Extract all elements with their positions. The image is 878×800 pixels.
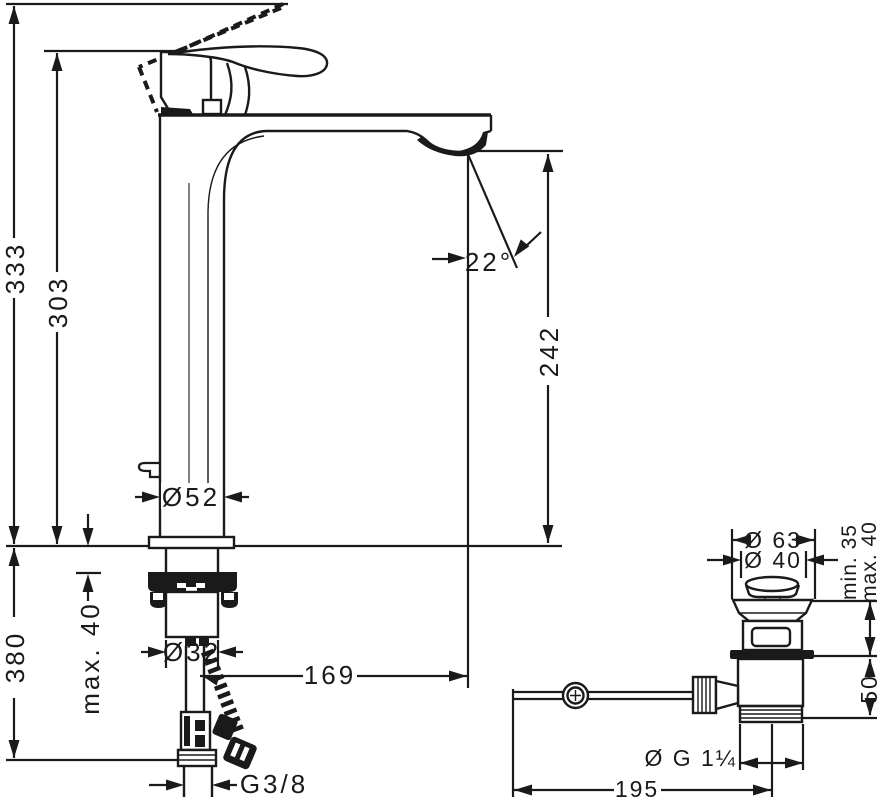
dim-counter-max-thickness: max. 40 (75, 601, 105, 715)
dim-drain-flange-diameter: Ø 63 (744, 527, 802, 553)
cartridge-housing (164, 590, 220, 639)
lever-handle (159, 45, 329, 117)
supply-connections (176, 646, 257, 797)
extension-lines (6, 2, 877, 797)
dim-drain-body-depth: 50 (856, 674, 878, 704)
waste-body (736, 657, 805, 708)
knurled-nut (691, 675, 718, 715)
drain-waste-drawing (511, 575, 814, 724)
dim-height-to-spout: 303 (43, 276, 73, 328)
dim-spout-reach: 169 (304, 660, 356, 690)
dim-stream-angle: 22° (465, 247, 513, 277)
dim-drain-waste-thread: Ø G 1¼ (644, 745, 737, 771)
dim-drain-counter-max: max. 40 (858, 521, 878, 603)
faucet-body-and-spout (137, 113, 493, 550)
dim-overall-height: 333 (0, 242, 30, 294)
base-plate (147, 535, 236, 550)
pull-rod-knob (137, 461, 160, 479)
dim-mounting-hole: Ø32 (163, 637, 221, 667)
dim-drain-rod-length: 195 (615, 776, 659, 800)
dim-body-diameter: Ø52 (162, 482, 220, 512)
gasket (730, 650, 814, 659)
dim-spout-height: 242 (534, 325, 564, 377)
faucet-drawing (137, 2, 493, 797)
dim-drain-plug-diameter: Ø 40 (744, 547, 802, 573)
mounting-assembly (148, 548, 238, 646)
dim-drain-counter-min: min. 35 (838, 524, 861, 600)
dimension-lines (8, 6, 876, 796)
dim-supply-thread: G3/8 (240, 769, 308, 799)
dimension-labels: 333 303 380 max. 40 Ø52 Ø32 169 242 22° … (0, 242, 878, 800)
dim-depth-below-counter: 380 (0, 631, 30, 683)
pull-rod (511, 689, 693, 702)
overflow-window (750, 626, 792, 648)
popup-plug-cap (744, 575, 800, 593)
aerator-outlet (417, 132, 488, 157)
waste-flange (731, 598, 814, 623)
